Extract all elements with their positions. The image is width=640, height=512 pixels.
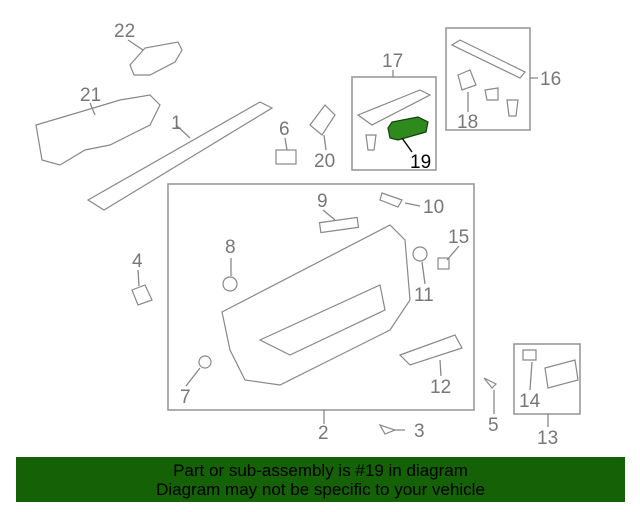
diagram-notice-banner: Part or sub-assembly is #19 in diagram D… [16, 457, 625, 502]
part-13-module [544, 359, 579, 389]
part-16-clip [506, 99, 519, 117]
callout-8: 8 [225, 237, 236, 258]
part-6-clip [275, 149, 297, 165]
callout-11: 11 [414, 285, 434, 306]
part-7-fastener [198, 355, 212, 369]
callout-12: 12 [430, 377, 451, 398]
banner-line-2: Diagram may not be specific to your vehi… [156, 480, 485, 499]
part-21-trim-panel [35, 94, 161, 166]
callout-18: 18 [457, 112, 478, 133]
part-15-clip [437, 257, 450, 270]
armrest [258, 284, 386, 356]
part-17-bezel [356, 89, 432, 126]
banner-line-1: Part or sub-assembly is #19 in diagram [173, 461, 468, 480]
callout-9: 9 [317, 191, 328, 212]
part-12-switch-panel [398, 334, 463, 366]
part-22-handle [129, 41, 183, 76]
callout-21: 21 [80, 85, 101, 106]
callout-20: 20 [314, 151, 335, 172]
callout-2: 2 [318, 423, 329, 444]
part-19-window-switch [387, 116, 429, 141]
callout-10: 10 [423, 197, 444, 218]
switch-bezel-box-17 [351, 76, 437, 171]
callout-16: 16 [540, 69, 561, 90]
callout-13: 13 [537, 428, 558, 449]
door-panel-assembly-box [167, 183, 475, 411]
part-18-switch [457, 69, 477, 91]
callout-6: 6 [279, 119, 290, 140]
part-8-fastener [222, 276, 238, 292]
part-9-strip [318, 216, 360, 234]
part-10-clip [379, 192, 403, 208]
callout-3: 3 [414, 421, 425, 442]
callout-4: 4 [132, 251, 143, 272]
part-20-bracket [309, 104, 336, 136]
callout-17: 17 [382, 51, 403, 72]
part-4-clip [131, 284, 153, 306]
part-5-screw [483, 377, 498, 389]
callout-1: 1 [171, 113, 182, 134]
part-11-grommet [412, 246, 428, 262]
part-17-clip [365, 134, 377, 151]
leader-19 [401, 137, 413, 153]
part-16-cap [484, 87, 499, 101]
callout-14: 14 [519, 391, 541, 412]
part-3-screw [378, 423, 397, 435]
assembly-box-13 [513, 343, 581, 415]
callout-15: 15 [448, 227, 469, 248]
callout-22: 22 [114, 21, 135, 42]
part-16-bezel [450, 39, 526, 79]
part-14-clip [522, 349, 537, 361]
part-1-sill-plate [86, 101, 274, 211]
callout-5: 5 [488, 415, 499, 436]
switch-bezel-box-16 [445, 27, 531, 131]
callout-7: 7 [180, 387, 191, 408]
callout-19: 19 [410, 152, 431, 173]
